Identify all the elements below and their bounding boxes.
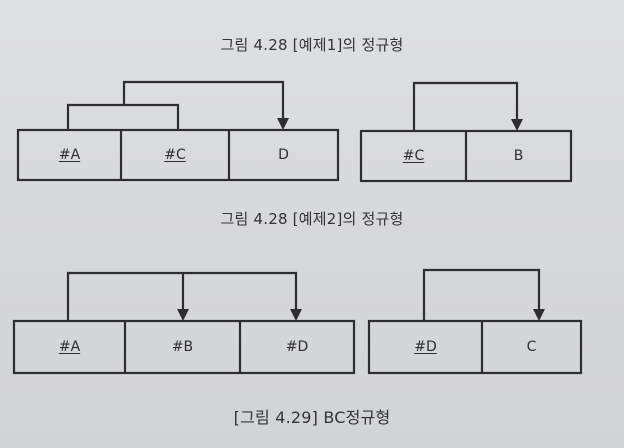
arrowhead-icon (290, 309, 302, 321)
attribute-cell: #A (58, 147, 81, 163)
table-frame (367, 319, 583, 375)
example1-table2 (359, 81, 573, 183)
arrowhead-icon (177, 309, 189, 321)
dependency-arrow-line (422, 268, 541, 321)
attribute-cell: #D (414, 339, 437, 355)
dependency-bracket (66, 103, 180, 130)
arrowhead-icon (511, 119, 523, 131)
example2-table1 (12, 271, 356, 375)
arrowhead-icon (533, 309, 545, 321)
attribute-cell: #C (164, 147, 186, 163)
example2-table2 (367, 268, 583, 375)
example1-table1 (16, 80, 340, 182)
figure-caption-example2: 그림 4.28 [예제2]의 정규형 (220, 210, 404, 228)
figure-caption-example1: 그림 4.28 [예제1]의 정규형 (220, 36, 404, 54)
arrowhead-icon (277, 118, 289, 130)
figure-caption-bcnf: [그림 4.29] BC정규형 (233, 408, 391, 427)
attribute-cell: #D (285, 339, 309, 355)
dependency-arrow-line (122, 80, 285, 120)
attribute-cell: C (526, 339, 537, 355)
attribute-cell: #B (171, 339, 194, 355)
dependency-arrow-line (412, 81, 519, 131)
attribute-cell: #A (58, 339, 81, 355)
table-frame (12, 319, 356, 375)
attribute-cell: B (513, 148, 524, 164)
attribute-cell: D (278, 147, 289, 163)
attribute-cell: #C (402, 148, 425, 164)
